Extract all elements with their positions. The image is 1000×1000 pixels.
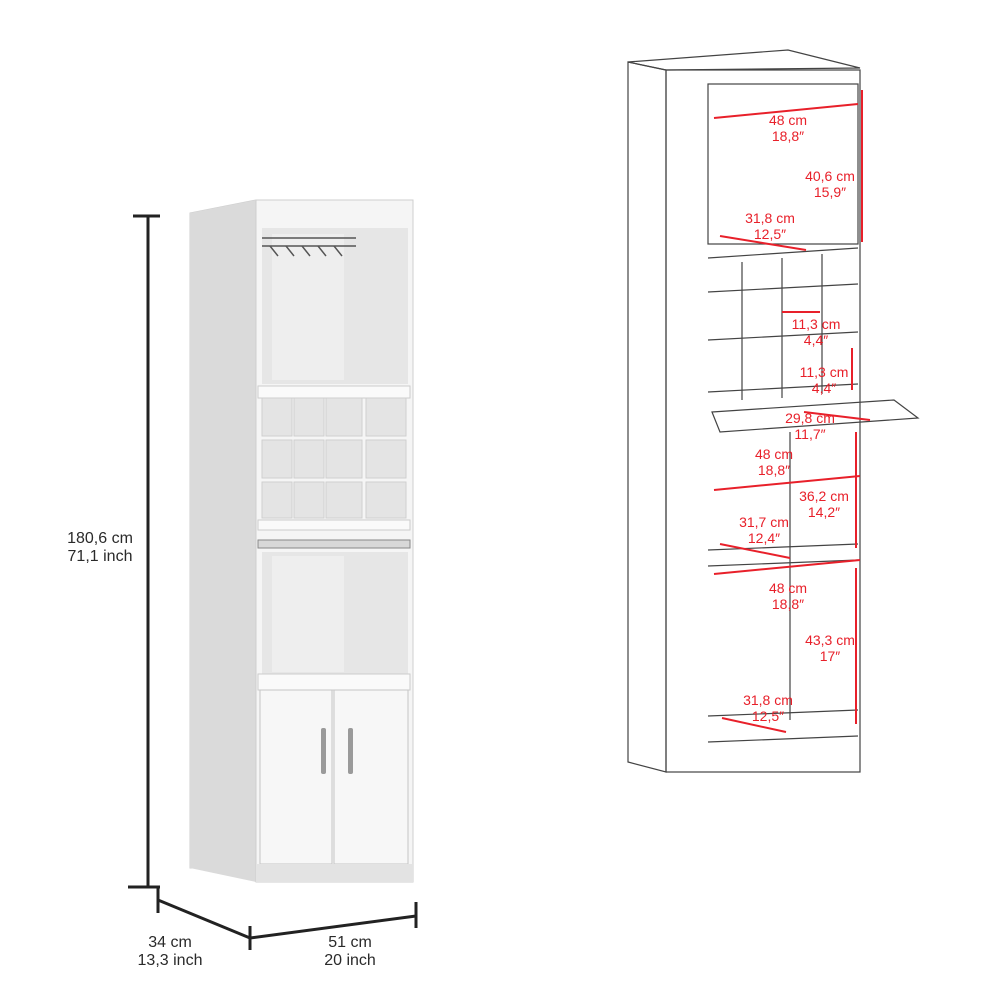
- depth-label: 34 cm 13,3 inch: [137, 934, 203, 970]
- width-label: 51 cm 20 inch: [324, 934, 376, 970]
- base-dimension-lines: [156, 887, 418, 950]
- height-dimension-line: [128, 214, 160, 889]
- height-label: 180,6 cm 71,1 inch: [67, 530, 133, 566]
- door-handle-right[interactable]: [348, 728, 353, 774]
- door-handle-left[interactable]: [321, 728, 326, 774]
- red-dimension-lines: [713, 90, 871, 733]
- cabinet-body: [189, 199, 414, 883]
- technical-drawing: [627, 49, 920, 773]
